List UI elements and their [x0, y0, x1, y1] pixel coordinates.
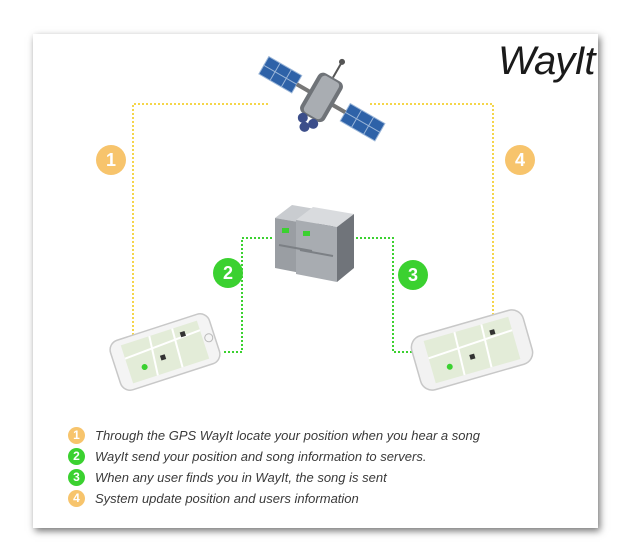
green-connector-right: [356, 237, 415, 353]
yellow-connector-left: [132, 103, 268, 335]
server-icon: [275, 205, 354, 282]
legend-text-1: Through the GPS WayIt locate your positi…: [95, 428, 480, 443]
legend-item-4: 4 System update position and users infor…: [68, 488, 480, 509]
legend-badge-1: 1: [68, 427, 85, 444]
steps-legend: 1 Through the GPS WayIt locate your posi…: [68, 425, 480, 509]
brand-title: WayIt: [498, 39, 596, 83]
step-badge-2: 2: [213, 258, 243, 288]
legend-text-2: WayIt send your position and song inform…: [95, 449, 427, 464]
legend-badge-2: 2: [68, 448, 85, 465]
legend-badge-4: 4: [68, 490, 85, 507]
legend-badge-3: 3: [68, 469, 85, 486]
legend-item-3: 3 When any user finds you in WayIt, the …: [68, 467, 480, 488]
legend-text-3: When any user finds you in WayIt, the so…: [95, 470, 387, 485]
legend-item-1: 1 Through the GPS WayIt locate your posi…: [68, 425, 480, 446]
green-connector-left: [222, 237, 272, 353]
smartphone-icon-left: [109, 313, 221, 391]
legend-text-4: System update position and users informa…: [95, 491, 359, 506]
step-badge-1: 1: [96, 145, 126, 175]
satellite-icon: [258, 55, 386, 142]
step-badge-3: 3: [398, 260, 428, 290]
smartphone-icon-right: [410, 309, 534, 391]
legend-item-2: 2 WayIt send your position and song info…: [68, 446, 480, 467]
step-badge-4: 4: [505, 145, 535, 175]
yellow-connector-right: [370, 103, 494, 315]
